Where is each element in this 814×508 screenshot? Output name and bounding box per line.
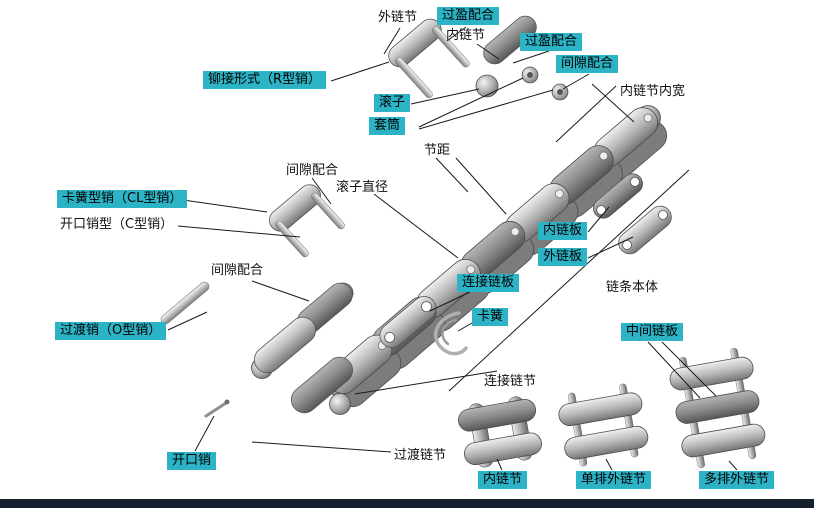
label-inner-link-top: 内链节 <box>446 28 486 43</box>
label-inner-link-bottom: 内链节 <box>478 471 528 490</box>
outer-plate-part <box>618 205 672 255</box>
label-connecting-link: 连接链节 <box>484 374 537 389</box>
label-roller-diameter: 滚子直径 <box>336 180 389 195</box>
label-clearance-fit-top: 间隙配合 <box>556 55 619 74</box>
label-clip: 卡簧 <box>472 308 509 327</box>
cotter-pin-part <box>204 399 230 418</box>
cl-pin-link <box>269 184 345 258</box>
label-clip-cl-pin: 卡簧型销（CL型销） <box>57 190 188 209</box>
label-roller: 滚子 <box>374 94 411 113</box>
leader-lines <box>167 26 738 471</box>
label-multi-row-outer-link: 多排外链节 <box>699 471 775 490</box>
label-transition-o-pin: 过渡销（O型销） <box>55 322 167 341</box>
connecting-link-plate-part <box>379 296 437 348</box>
label-connecting-plate: 连接链板 <box>457 274 520 293</box>
label-inner-plate: 内链板 <box>538 222 588 241</box>
label-rivet-r-pin: 铆接形式（R型销） <box>203 71 327 90</box>
label-inner-link-inner-width: 内链节内宽 <box>620 84 686 99</box>
inner-link-assembly <box>458 396 542 468</box>
label-pitch: 节距 <box>424 143 451 158</box>
main-chain <box>324 105 668 408</box>
footer-bar <box>0 499 814 508</box>
label-chain-body: 链条本体 <box>606 280 659 295</box>
label-single-row-outer-link: 单排外链节 <box>576 471 652 490</box>
label-clearance-fit-low: 间隙配合 <box>211 263 264 278</box>
spring-clip-part <box>433 311 468 356</box>
label-clearance-fit-mid: 间隙配合 <box>286 163 339 178</box>
label-interference-fit-2: 过盈配合 <box>520 33 583 52</box>
o-pin <box>160 281 210 325</box>
label-interference-fit-top: 过盈配合 <box>437 7 500 26</box>
label-bushing: 套筒 <box>369 117 406 136</box>
label-cotter-c-pin: 开口销型（C型销） <box>60 217 174 232</box>
roller-part <box>475 74 499 98</box>
transition-link-parts <box>251 316 354 415</box>
multi-row-outer-link-assembly <box>669 348 766 469</box>
label-outer-plate: 外链板 <box>538 248 588 267</box>
label-middle-plate: 中间链板 <box>621 323 684 342</box>
inner-plate-part <box>593 173 643 219</box>
inner-link-exploded <box>475 15 569 101</box>
r-pin-outer-link-exploded <box>388 18 470 99</box>
label-outer-link-top: 外链节 <box>378 10 418 25</box>
single-row-outer-link-assembly <box>558 383 649 467</box>
label-cotter-pin: 开口销 <box>167 452 217 471</box>
label-transition-link: 过渡链节 <box>394 448 447 463</box>
